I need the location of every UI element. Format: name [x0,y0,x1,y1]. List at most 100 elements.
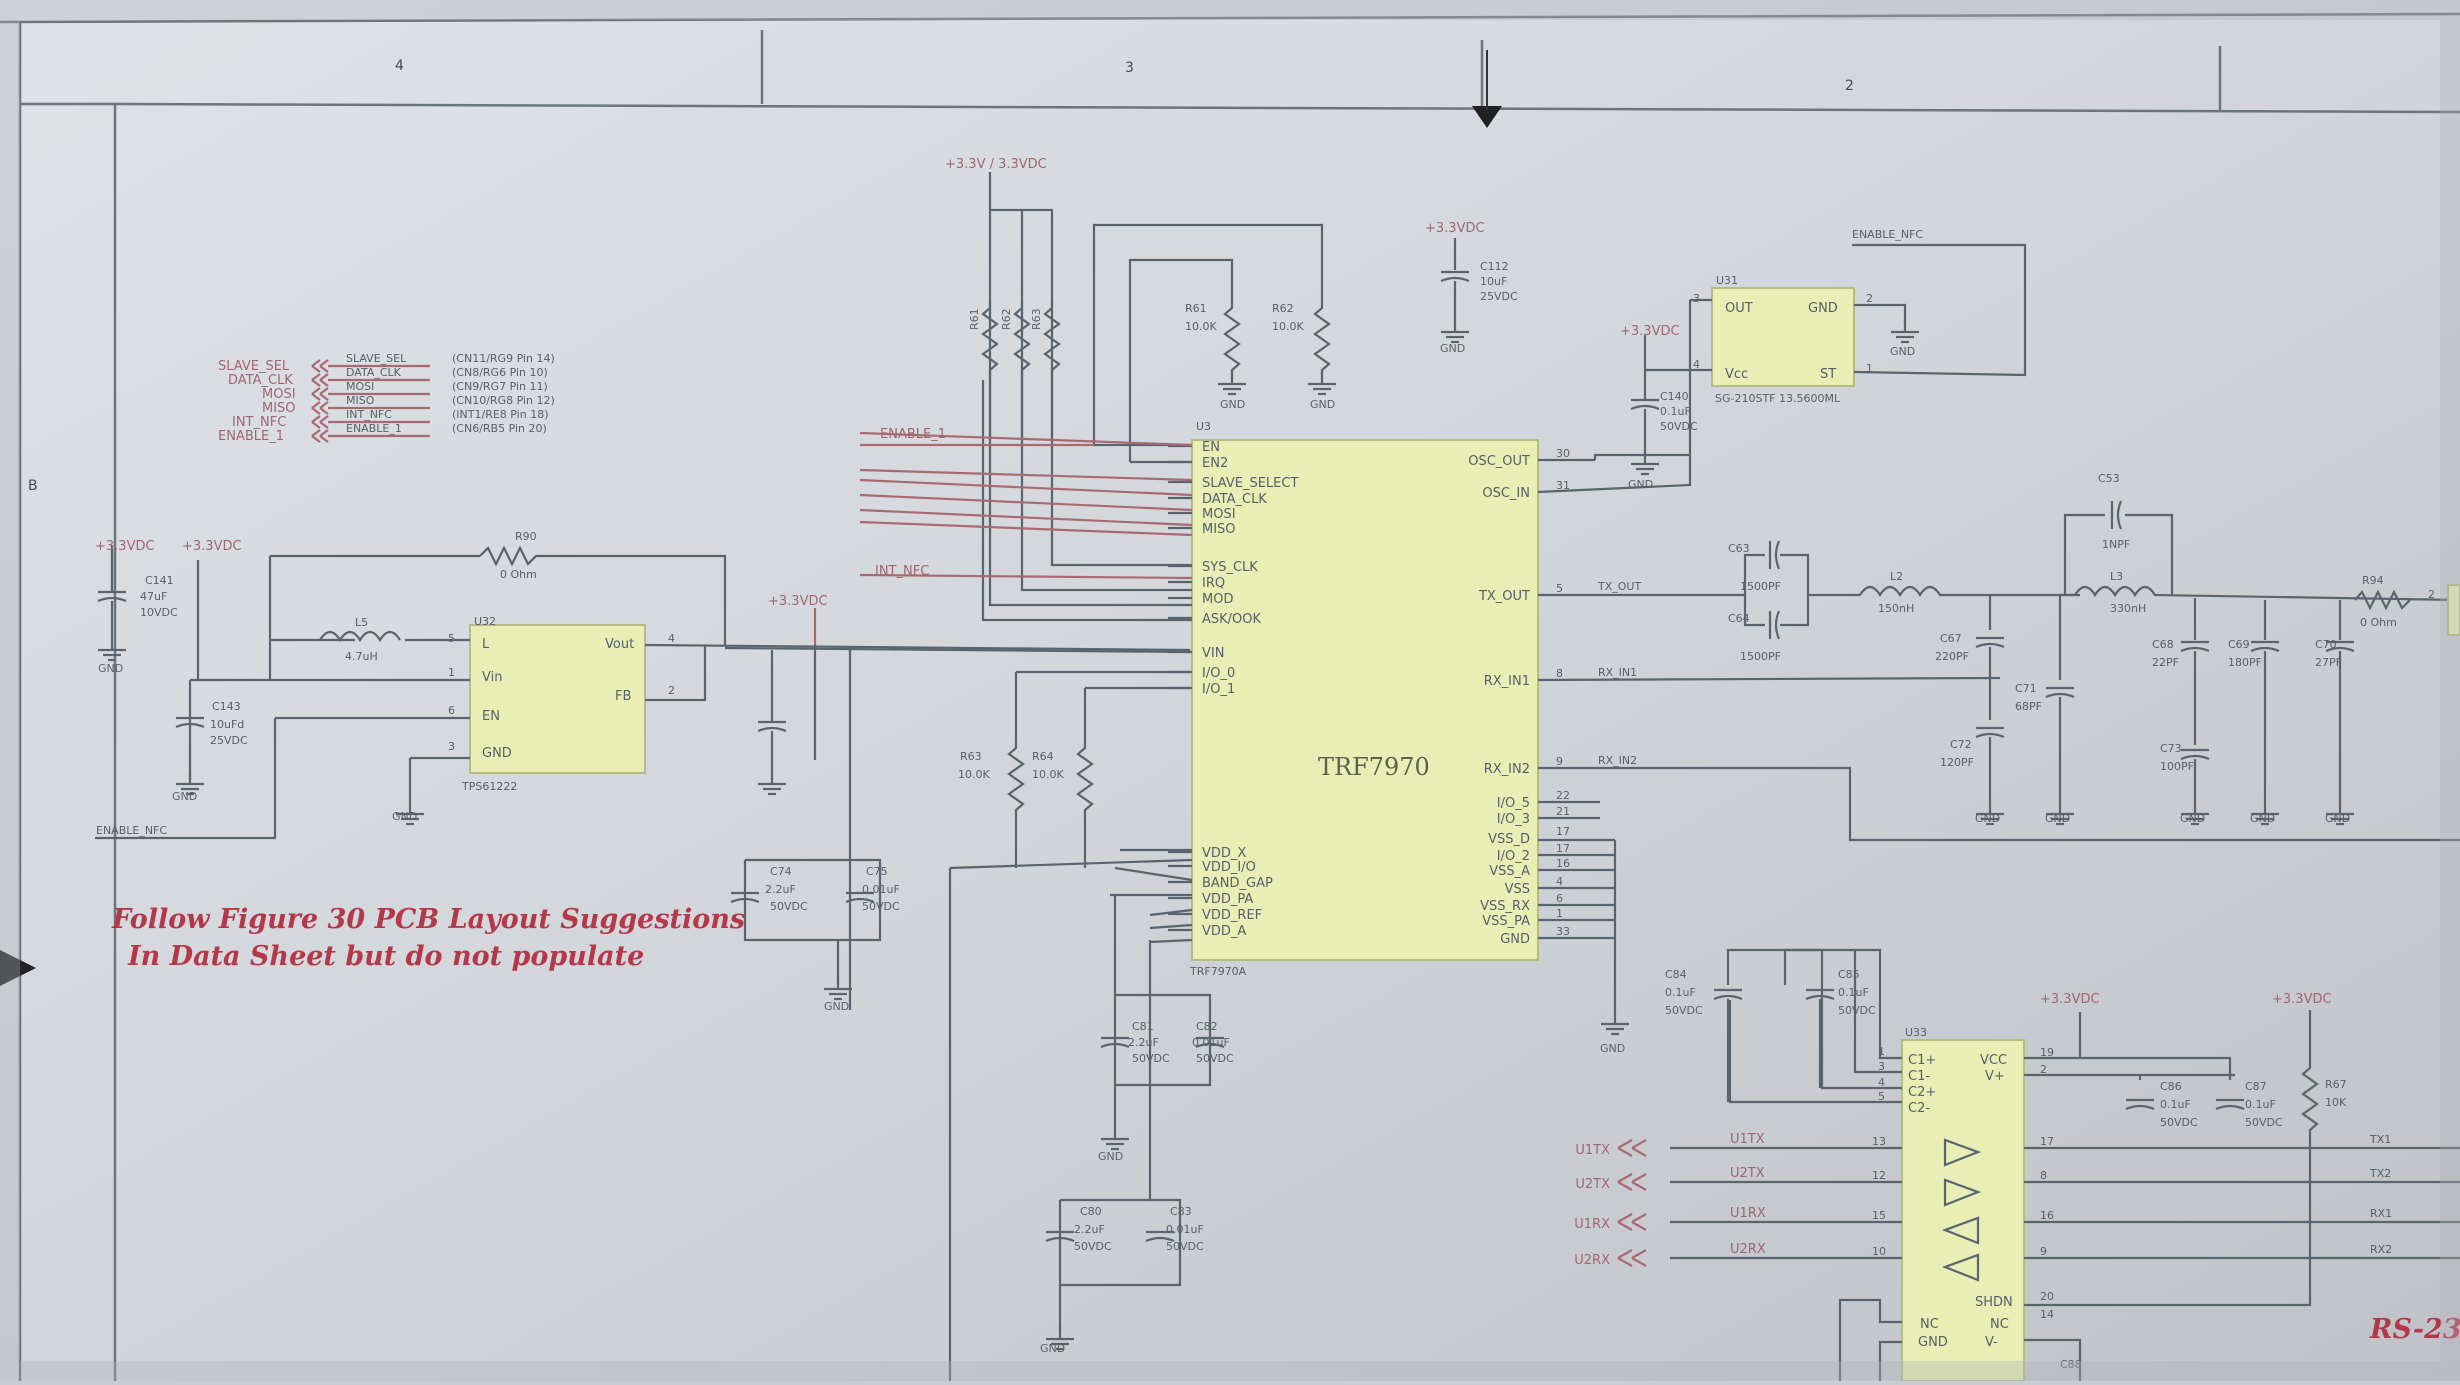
trf-left-pin-2: SLAVE_SELECT [1202,476,1298,491]
int-nfc-net-trf: INT_NFC [875,564,929,579]
max-pin-gnd: GND [1918,1335,1948,1350]
rx-in2-net: RX_IN2 [1598,754,1637,767]
gnd-c72: GND [1975,812,2000,825]
r67-label: R67 [2325,1078,2347,1091]
trf-right-pin-9: VSS_A [1489,864,1530,879]
max-pin-nc2: NC [1990,1317,2009,1332]
gnd-c80: GND [1040,1342,1065,1355]
u2tx-net: U2TX [1730,1166,1765,1181]
trf-right-pin-2: TX_OUT [1478,589,1530,604]
u2rx-net: U2RX [1730,1242,1766,1257]
tps-num-5: 5 [448,632,455,645]
c87-label: C87 [2245,1080,2267,1093]
c68-value: 22PF [2152,656,2179,669]
max-pin-num-5: 12 [1872,1169,1886,1182]
c83-label: C83 [1170,1205,1192,1218]
pin-ref-int-nfc: (INT1/RE8 Pin 18) [452,408,548,421]
osc-num-4: 4 [1693,358,1700,371]
trf-left-pin-17: VDD_REF [1202,908,1262,923]
c112-value: 10uF [1480,275,1507,288]
trf-left-pin-11: I/O_0 [1202,666,1235,681]
trf-right-num-8: 17 [1556,842,1570,855]
max-supply: +3.3VDC [2040,992,2100,1007]
tx1-net: TX1 [2369,1133,2391,1146]
signal-slave-sel: SLAVE_SEL [218,359,290,374]
trf-right-pin-6: I/O_3 [1497,812,1530,827]
c69-label: C69 [2228,638,2250,651]
trf-left-pin-1: EN2 [1202,456,1228,471]
tps-pin-fb: FB [615,689,631,704]
gnd-r61: GND [1220,398,1245,411]
trf-left-pin-9: ASK/OOK [1202,612,1262,627]
trf7970-right-pins: OSC_OUT30OSC_IN31TX_OUT5RX_IN18RX_IN29I/… [1468,447,1570,947]
c84-value: 0.1uF [1665,986,1696,999]
pin-ref-enable-1: (CN6/RB5 Pin 20) [452,422,547,435]
rx-in1-net: RX_IN1 [1598,666,1637,679]
trf-right-num-11: 6 [1556,892,1563,905]
max-pin-num-7: 10 [1872,1245,1886,1258]
enable1-net-trf: ENABLE_1 [880,427,946,442]
trf-right-num-4: 9 [1556,755,1563,768]
antenna-matching-section: C63 1500PF C64 1500PF L2 150nH C67 220PF… [1728,472,2460,826]
trf-left-pin-4: MOSI [1202,507,1236,522]
tps-pin-vin: Vin [482,670,502,685]
c69-value: 180PF [2228,656,2262,669]
pin-ref-mosi: (CN9/RG7 Pin 11) [452,380,548,393]
c74-rating: 50VDC [770,900,808,913]
mcu-interface-labels: SLAVE_SEL DATA_CLK MOSI MISO INT_NFC ENA… [218,352,555,444]
rs232-section: C1+ C1- C2+ C2- NC GND VCC V+ V- SHDN NC… [1574,948,2460,1382]
osc-pin-st: ST [1820,367,1836,382]
c64-value: 1500PF [1740,650,1781,663]
c86-label: C86 [2160,1080,2182,1093]
zone-label-4: 4 [395,58,404,74]
gnd-c81: GND [1098,1150,1123,1163]
c82-value: 0.01uF [1192,1036,1230,1049]
enable-nfc-net-left: ENABLE_NFC [96,824,167,837]
c143-rating: 25VDC [210,734,248,747]
pullup-r2-label: R62 [1000,308,1013,330]
c73-value: 100PF [2160,760,2194,773]
signal-enable-1: ENABLE_1 [218,429,284,444]
c112-supply: +3.3VDC [1425,221,1485,236]
c86-value: 0.1uF [2160,1098,2191,1111]
c81-value: 2.2uF [1128,1036,1159,1049]
inductor-l2 [1859,585,2080,598]
trf-right-num-6: 21 [1556,805,1570,818]
trf-left-pin-13: VDD_X [1202,846,1246,861]
c141-rating: 10VDC [140,606,178,619]
r64-value: 10.0K [1032,768,1064,781]
zone-label-3: 3 [1125,60,1134,76]
r61-label: R61 [1185,302,1207,315]
max-pin-num-4: 13 [1872,1135,1886,1148]
net-mosi: MOSI [346,380,374,393]
trf-left-pin-16: VDD_PA [1202,892,1253,907]
c75-rating: 50VDC [862,900,900,913]
osc-num-2: 2 [1866,292,1873,305]
c85-rating: 50VDC [1838,1004,1876,1017]
trf-right-num-0: 30 [1556,447,1570,460]
c71-label: C71 [2015,682,2037,695]
trf-right-pin-3: RX_IN1 [1484,674,1530,689]
trf-right-num-9: 16 [1556,857,1570,870]
max-pin-c2m: C2- [1908,1101,1930,1116]
r90-value: 0 Ohm [500,568,537,581]
trf-right-pin-10: VSS [1505,882,1530,897]
u2rx-port: U2RX [1574,1253,1610,1268]
rx1-net: RX1 [2370,1207,2392,1220]
tps-ref: U32 [474,615,496,628]
gnd-c112: GND [1440,342,1465,355]
l5-value: 4.7uH [345,650,378,663]
signal-miso: MISO [262,401,296,416]
rs232-title: RS-232 [2369,1314,2460,1345]
trf-left-pin-14: VDD_I/O [1202,860,1256,875]
oscillator-chip [1711,287,1855,387]
c80-value: 2.2uF [1074,1223,1105,1236]
trf-left-pin-12: I/O_1 [1202,682,1235,697]
zone-label-2: 2 [1845,78,1854,94]
c87-rating: 50VDC [2245,1116,2283,1129]
gnd-c71: GND [2045,812,2070,825]
tx-out-net: TX_OUT [1597,580,1641,593]
r94-label: R94 [2362,574,2384,587]
pin-ref-slave-sel: (CN11/RG9 Pin 14) [452,352,555,365]
